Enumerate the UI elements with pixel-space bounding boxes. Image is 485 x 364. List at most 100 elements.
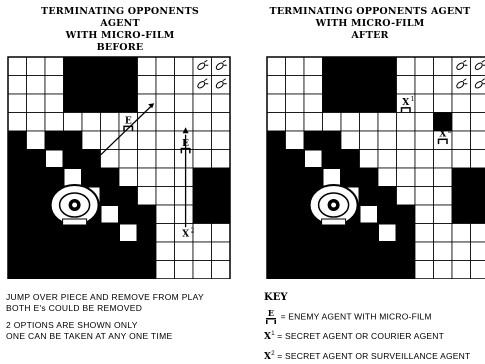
before-cell <box>212 113 231 132</box>
before-cell <box>27 57 46 76</box>
after-stripe-cell <box>305 151 322 168</box>
before-cell <box>138 76 157 95</box>
before-cell <box>193 94 212 113</box>
after-cell <box>304 76 323 95</box>
before-cell <box>64 94 83 113</box>
after-cell <box>452 131 471 150</box>
before-cell <box>193 187 212 206</box>
before-cell <box>138 168 157 187</box>
before-cell <box>8 205 27 224</box>
after-cell <box>267 168 286 187</box>
after-cell <box>341 94 360 113</box>
before-cell <box>156 205 175 224</box>
before-cell <box>27 205 46 224</box>
after-cell <box>415 224 434 243</box>
after-cell <box>286 187 305 206</box>
after-cell <box>415 150 434 169</box>
after-cell <box>415 57 434 76</box>
after-cell <box>471 261 485 280</box>
before-cell <box>212 187 231 206</box>
after-title-line2: WITH MICRO-FILM <box>265 18 475 30</box>
before-cell <box>64 242 83 261</box>
after-cell <box>471 187 485 206</box>
after-cell <box>286 261 305 280</box>
before-cell <box>175 94 194 113</box>
before-cell <box>193 150 212 169</box>
after-cell <box>434 261 453 280</box>
after-cell <box>341 57 360 76</box>
after-cell <box>378 205 397 224</box>
before-cell <box>138 113 157 132</box>
after-cell <box>360 168 379 187</box>
before-cell <box>212 150 231 169</box>
before-cell <box>82 131 101 150</box>
before-cell <box>193 224 212 243</box>
before-cell <box>8 76 27 95</box>
key-item-secret2-text: = SECRET AGENT OR SURVEILLANCE AGENT <box>277 351 470 361</box>
before-cell <box>138 205 157 224</box>
before-cell <box>45 224 64 243</box>
after-cell <box>323 113 342 132</box>
after-cell <box>378 242 397 261</box>
after-cell <box>286 205 305 224</box>
before-board: EEX1X2 <box>6 55 236 283</box>
before-cell <box>156 150 175 169</box>
after-cell <box>378 94 397 113</box>
after-cell <box>434 168 453 187</box>
after-cell <box>286 113 305 132</box>
after-cell <box>360 131 379 150</box>
before-stripe-cell <box>46 151 63 168</box>
caption-line3: 2 OPTIONS ARE SHOWN ONLY <box>6 320 172 331</box>
after-cell <box>397 187 416 206</box>
secret1-sup: 1 <box>271 331 275 337</box>
before-cell <box>82 94 101 113</box>
after-cell <box>360 76 379 95</box>
after-cell <box>378 113 397 132</box>
after-cell <box>304 113 323 132</box>
before-cell <box>45 168 64 187</box>
before-cell <box>119 168 138 187</box>
before-cell <box>101 261 120 280</box>
before-cell <box>64 150 83 169</box>
after-cell <box>267 150 286 169</box>
after-cell <box>397 224 416 243</box>
after-cell <box>415 242 434 261</box>
after-cell <box>378 168 397 187</box>
after-cell <box>267 76 286 95</box>
after-cell <box>341 261 360 280</box>
secret-agent-x1-sup: 1 <box>96 157 100 164</box>
secret-agent-x1: X <box>88 159 95 169</box>
before-cell <box>193 261 212 280</box>
before-cell <box>212 242 231 261</box>
before-cell <box>101 57 120 76</box>
after-cell <box>267 224 286 243</box>
before-title-line3: BEFORE <box>20 42 220 54</box>
before-cell <box>8 224 27 243</box>
enemy-agent-diag-bar <box>123 126 133 128</box>
before-stripe-cell <box>102 206 119 223</box>
secret-agent-x1-after-letter: X <box>402 98 409 108</box>
after-cell <box>378 150 397 169</box>
after-stripe-cell <box>379 225 396 242</box>
after-cell <box>286 131 305 150</box>
after-cell <box>267 131 286 150</box>
after-cell <box>397 168 416 187</box>
key-title: KEY <box>264 292 287 303</box>
caption-line1: JUMP OVER PIECE AND REMOVE FROM PLAY <box>6 292 204 303</box>
after-cell <box>471 150 485 169</box>
before-cell <box>138 57 157 76</box>
after-cell <box>323 150 342 169</box>
secret-agent-x1-after-sup: 1 <box>411 96 415 103</box>
after-cell <box>360 150 379 169</box>
before-cell <box>119 261 138 280</box>
before-cell <box>101 242 120 261</box>
before-cell <box>119 187 138 206</box>
caption-line4: ONE CAN BE TAKEN AT ANY ONE TIME <box>6 331 172 342</box>
before-cell <box>64 57 83 76</box>
after-cell <box>415 168 434 187</box>
after-cell <box>452 242 471 261</box>
before-cell <box>27 131 46 150</box>
after-cell <box>415 205 434 224</box>
enemy-agent-icon: E <box>264 309 278 325</box>
after-cell <box>267 113 286 132</box>
